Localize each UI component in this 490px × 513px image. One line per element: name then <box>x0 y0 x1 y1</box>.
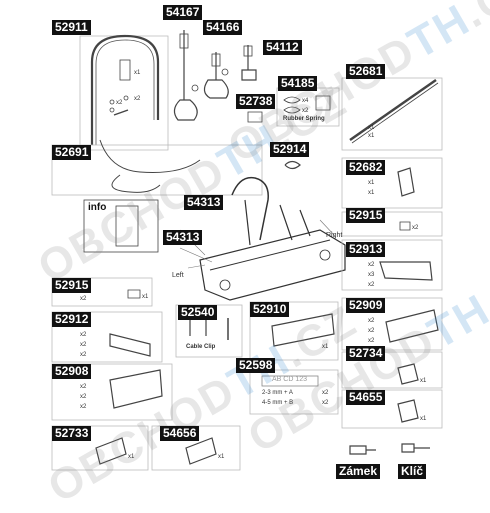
long-bar-part <box>349 78 437 142</box>
label-52734: 52734 <box>346 346 386 361</box>
frame-52911 <box>79 35 169 151</box>
qty-52915-left-a: x2 <box>80 296 87 302</box>
label-zamek: Zámek <box>336 464 381 479</box>
qty-52909-a: x2 <box>368 318 375 324</box>
qty-52911-c: x1 <box>134 70 141 76</box>
label-54313-top: 54313 <box>184 195 224 210</box>
qty-plate-b: x2 <box>322 400 329 406</box>
label-52733: 52733 <box>52 426 92 441</box>
label-54655: 54655 <box>346 390 386 405</box>
label-52908: 52908 <box>52 364 92 379</box>
qty-52912-b: x2 <box>80 342 87 348</box>
frame-52912 <box>51 311 163 363</box>
frame-52908 <box>51 363 173 421</box>
clamp-54112 <box>241 45 257 81</box>
clip-52914 <box>284 160 301 170</box>
label-52691: 52691 <box>52 145 92 160</box>
qty-52913-a: x2 <box>368 262 375 268</box>
label-54313-left: 54313 <box>163 230 203 245</box>
exploded-diagram <box>51 30 443 471</box>
rubber-spring-text: Rubber Spring <box>283 116 325 122</box>
key-part <box>401 443 430 453</box>
label-52915-right: 52915 <box>346 208 386 223</box>
qty-52908-b: x2 <box>80 394 87 400</box>
info-text: info <box>88 202 107 213</box>
info-box <box>83 199 159 253</box>
qty-54656: x1 <box>218 454 225 460</box>
lock-part <box>349 445 376 455</box>
frame-52682 <box>341 157 443 209</box>
qty-52909-b: x2 <box>368 328 375 334</box>
label-54185: 54185 <box>278 76 318 91</box>
label-52909: 52909 <box>346 298 386 313</box>
qty-52734: x1 <box>420 378 427 384</box>
frame-54655 <box>341 389 443 429</box>
qty-52910: x1 <box>322 344 329 350</box>
label-52681: 52681 <box>346 64 386 79</box>
label-52913: 52913 <box>346 242 386 257</box>
left-text: Left <box>172 272 184 279</box>
frame-52681 <box>341 77 443 151</box>
qty-52915-right: x2 <box>412 225 419 231</box>
qty-52913-b: x3 <box>368 272 375 278</box>
frame-52910 <box>249 301 339 361</box>
qty-54185-b: x2 <box>302 108 309 114</box>
frame-52734 <box>341 351 443 389</box>
plate-line3: 4-5 mm + B <box>262 400 294 406</box>
plate-line2: 2-3 mm + A <box>262 390 293 396</box>
part-52738 <box>247 111 263 123</box>
qty-52911-b: x2 <box>134 96 141 102</box>
label-54112: 54112 <box>263 40 302 55</box>
plate-line1: AB CD 123 <box>272 376 308 383</box>
label-52914: 52914 <box>270 142 310 157</box>
qty-52912-a: x2 <box>80 332 87 338</box>
qty-plate-a: x2 <box>322 390 329 396</box>
qty-54185-a: x4 <box>302 98 309 104</box>
label-52598: 52598 <box>236 358 276 373</box>
qty-52681-a: x1 <box>368 125 375 131</box>
frame-52909 <box>341 297 443 351</box>
right-text: Right <box>326 232 343 239</box>
qty-52908-c: x2 <box>80 404 87 410</box>
frame-52598 <box>249 369 339 415</box>
clamp-54167 <box>173 30 198 121</box>
label-54166: 54166 <box>203 20 243 35</box>
label-54656: 54656 <box>160 426 200 441</box>
carrier-body <box>199 229 346 301</box>
qty-52912-c: x2 <box>80 352 87 358</box>
qty-52733: x1 <box>128 454 135 460</box>
label-52912: 52912 <box>52 312 92 327</box>
label-52738: 52738 <box>236 94 276 109</box>
label-52910: 52910 <box>250 302 290 317</box>
frame-52691 <box>51 144 263 196</box>
label-52540: 52540 <box>178 305 218 320</box>
label-52682: 52682 <box>346 160 386 175</box>
qty-52682-b: x1 <box>368 190 375 196</box>
label-52915-left: 52915 <box>52 278 92 293</box>
cable-clip-text: Cable Clip <box>186 344 216 350</box>
frame-52733 <box>51 425 149 471</box>
label-52911: 52911 <box>52 20 91 35</box>
qty-54655: x1 <box>420 416 427 422</box>
qty-52913-c: x2 <box>368 282 375 288</box>
qty-52682-a: x1 <box>368 180 375 186</box>
frame-52915-right <box>341 211 443 237</box>
label-54167: 54167 <box>163 5 203 20</box>
qty-52681-b: x1 <box>368 133 375 139</box>
qty-52915-left-b: x1 <box>142 294 149 300</box>
qty-52908-a: x2 <box>80 384 87 390</box>
cable-part <box>99 139 201 193</box>
label-klic: Klíč <box>398 464 427 479</box>
u-arm-part <box>90 34 160 145</box>
qty-52909-c: x2 <box>368 338 375 344</box>
holder-part <box>119 59 131 81</box>
frame-52913 <box>341 239 443 291</box>
qty-52911-a: x2 <box>116 100 123 106</box>
